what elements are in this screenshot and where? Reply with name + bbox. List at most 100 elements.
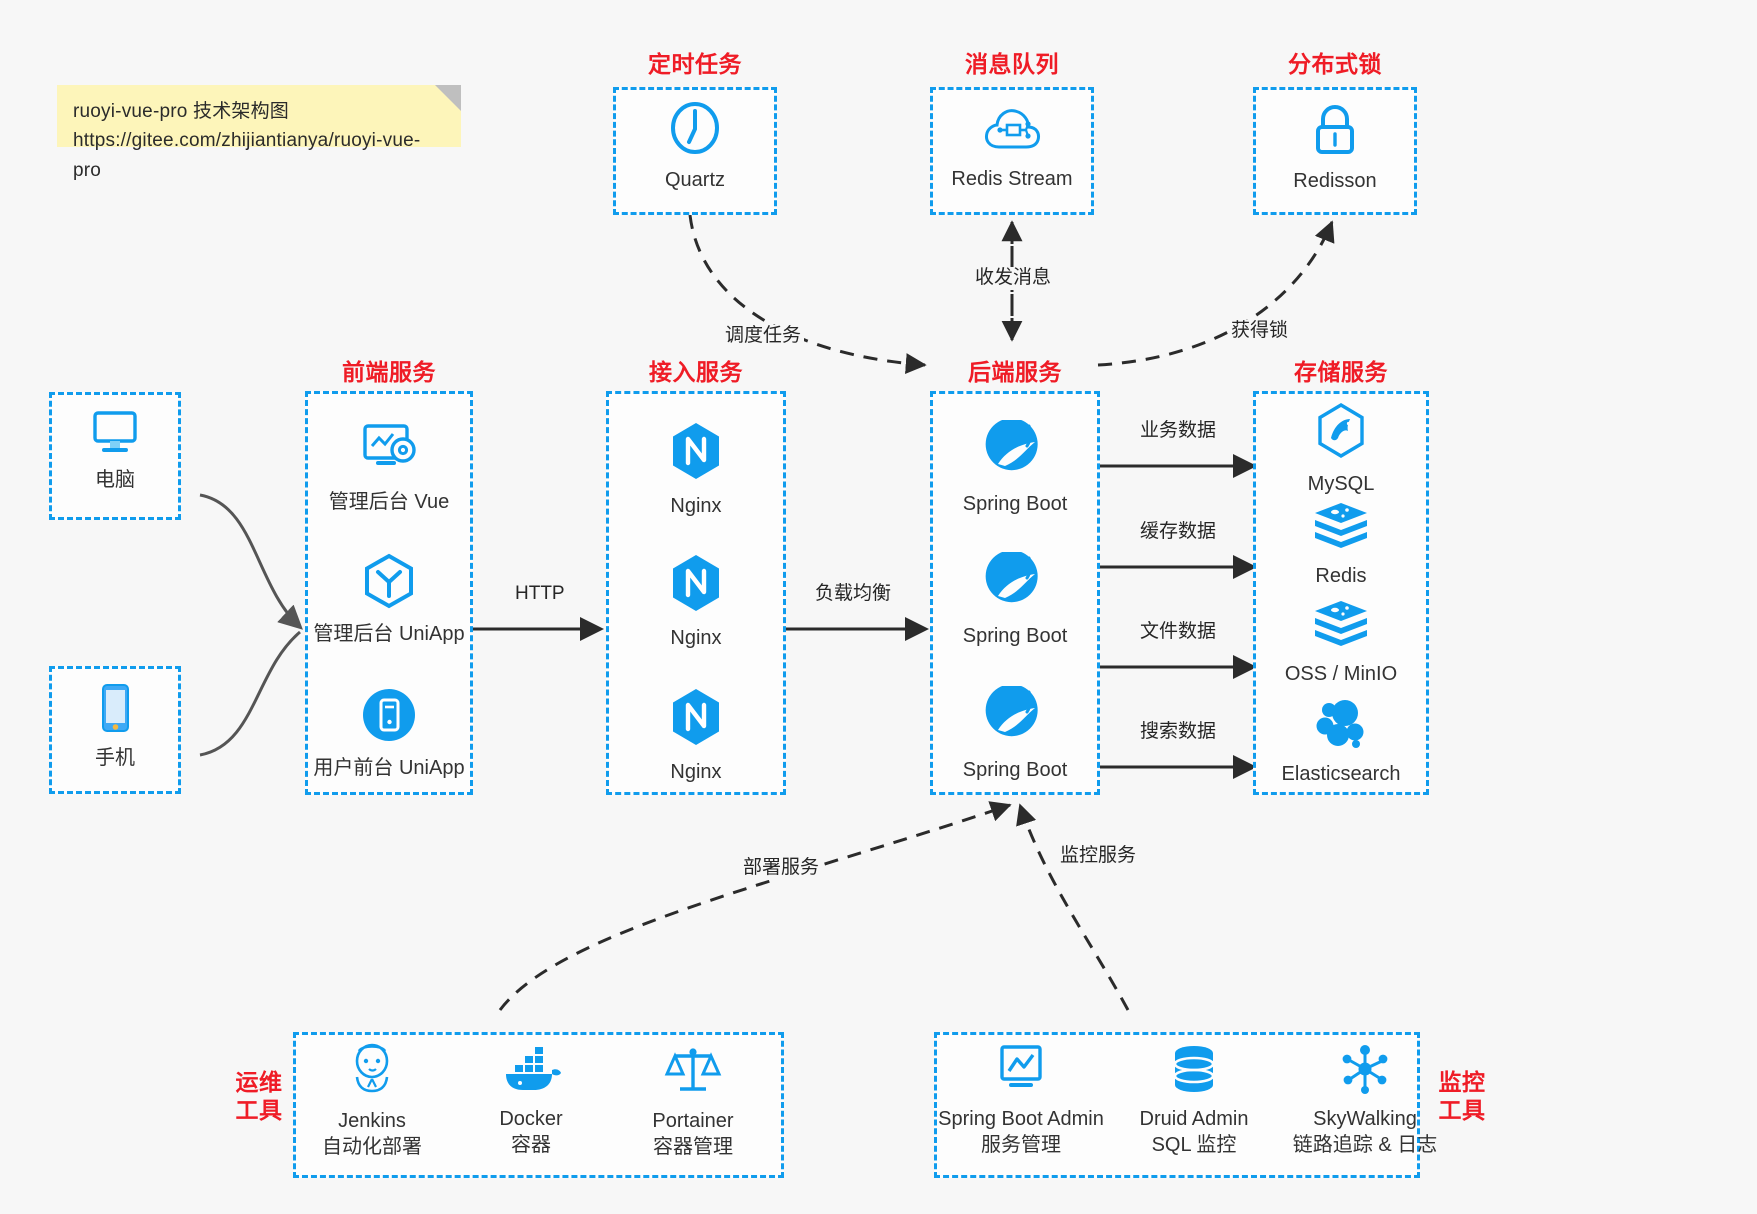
node-spring-boot-admin[interactable]: Spring Boot Admin 服务管理 <box>930 1043 1112 1158</box>
node-label: Redis Stream <box>951 168 1073 190</box>
lock-icon <box>1309 103 1361 162</box>
node-label: MySQL <box>1307 473 1375 495</box>
node-phone[interactable]: 手机 <box>49 682 181 771</box>
group-title-devops-line2: 工具 <box>235 1097 283 1124</box>
group-box-message-queue <box>930 87 1094 215</box>
node-label: Spring Boot Admin <box>938 1108 1104 1130</box>
edge-label-deploy-service: 部署服务 <box>740 857 823 880</box>
group-title-message-queue: 消息队列 <box>965 51 1059 77</box>
oss-minio-icon <box>1312 598 1370 655</box>
redis-icon <box>1312 500 1370 557</box>
node-portainer[interactable]: Portainer 容器管理 <box>626 1043 760 1160</box>
database-stack-icon <box>1168 1043 1220 1100</box>
mobile-circle-icon <box>360 686 418 749</box>
node-label: Docker <box>499 1108 563 1130</box>
node-elasticsearch[interactable]: Elasticsearch <box>1245 696 1437 787</box>
node-label: Druid Admin <box>1139 1108 1249 1130</box>
edge-label-load-balance: 负载均衡 <box>812 583 895 606</box>
edge-monitoring-to-backend <box>1016 803 1130 1011</box>
node-label: 电脑 <box>95 469 135 491</box>
node-skywalking[interactable]: SkyWalking 链路追踪 & 日志 <box>1270 1043 1460 1158</box>
jenkins-icon <box>344 1043 400 1102</box>
nginx-icon <box>667 420 725 487</box>
edge-label-acquire-lock: 获得锁 <box>1228 320 1292 343</box>
node-redis[interactable]: Redis <box>1245 500 1437 589</box>
node-label: SkyWalking <box>1313 1108 1417 1130</box>
edge-phone-to-frontend <box>199 630 301 757</box>
node-label: Nginx <box>670 627 722 649</box>
node-label: OSS / MinIO <box>1284 663 1398 685</box>
group-title-monitoring-line1: 监控 <box>1438 1069 1486 1095</box>
diagram-note: ruoyi-vue-pro 技术架构图 https://gitee.com/zh… <box>57 85 461 181</box>
elasticsearch-icon <box>1312 696 1370 755</box>
group-title-distributed-lock: 分布式锁 <box>1288 51 1382 77</box>
group-title-monitoring: 监控 工具 <box>1428 1068 1496 1124</box>
node-spring-boot-3[interactable]: Spring Boot <box>922 684 1108 783</box>
edge-pc-to-frontend <box>199 493 303 630</box>
edge-label-schedule-task: 调度任务 <box>722 325 805 348</box>
node-redis-stream[interactable]: Redis Stream <box>930 103 1094 192</box>
node-sublabel: 服务管理 <box>981 1134 1061 1156</box>
node-sublabel: 链路追踪 & 日志 <box>1292 1134 1438 1156</box>
node-label: Nginx <box>670 495 722 517</box>
note-line-1: ruoyi-vue-pro 技术架构图 <box>73 101 290 122</box>
node-user-uniapp[interactable]: 用户前台 UniApp <box>297 686 481 781</box>
skywalking-icon <box>1337 1043 1393 1100</box>
node-label: 管理后台 UniApp <box>313 623 465 645</box>
clock-icon <box>667 100 723 161</box>
edge-label-file-data: 文件数据 <box>1137 621 1220 644</box>
group-title-gateway: 接入服务 <box>649 359 743 385</box>
node-mysql[interactable]: MySQL <box>1245 402 1437 497</box>
node-label: Quartz <box>664 169 726 191</box>
mysql-icon <box>1314 402 1368 465</box>
spring-boot-icon <box>985 418 1045 485</box>
spring-boot-icon <box>985 550 1045 617</box>
node-spring-boot-2[interactable]: Spring Boot <box>922 550 1108 649</box>
edge-label-send-receive-message: 收发消息 <box>972 267 1055 290</box>
node-computer[interactable]: 电脑 <box>49 408 181 493</box>
edge-label-business-data: 业务数据 <box>1137 420 1220 443</box>
note-fold-corner <box>435 85 461 111</box>
cloud-stream-icon <box>982 103 1042 160</box>
node-nginx-2[interactable]: Nginx <box>606 552 786 651</box>
dashboard-vue-icon <box>357 420 421 483</box>
group-title-devops-line1: 运维 <box>235 1069 283 1095</box>
node-label: Nginx <box>670 761 722 783</box>
node-druid-admin[interactable]: Druid Admin SQL 监控 <box>1114 1043 1274 1158</box>
node-label: Redis <box>1315 565 1367 587</box>
node-sublabel: 自动化部署 <box>322 1136 422 1158</box>
edge-backend-to-redisson <box>1097 220 1335 367</box>
node-spring-boot-1[interactable]: Spring Boot <box>922 418 1108 517</box>
spring-boot-icon <box>985 684 1045 751</box>
node-oss-minio[interactable]: OSS / MinIO <box>1245 598 1437 687</box>
node-label: 用户前台 UniApp <box>313 757 465 779</box>
node-label: Portainer <box>652 1110 734 1132</box>
edge-label-http: HTTP <box>512 583 568 606</box>
node-label: Spring Boot <box>962 493 1068 515</box>
node-label: 手机 <box>95 747 135 769</box>
node-docker[interactable]: Docker 容器 <box>464 1043 598 1158</box>
nginx-icon <box>667 686 725 753</box>
nginx-icon <box>667 552 725 619</box>
edge-label-search-data: 搜索数据 <box>1137 721 1220 744</box>
node-quartz[interactable]: Quartz <box>613 100 777 193</box>
node-jenkins[interactable]: Jenkins 自动化部署 <box>305 1043 439 1160</box>
node-sublabel: SQL 监控 <box>1151 1134 1237 1156</box>
node-admin-vue[interactable]: 管理后台 Vue <box>297 420 481 515</box>
uniapp-hex-icon <box>360 552 418 615</box>
node-redisson[interactable]: Redisson <box>1253 103 1417 194</box>
node-label: Spring Boot <box>962 759 1068 781</box>
node-nginx-1[interactable]: Nginx <box>606 420 786 519</box>
group-title-devops: 运维 工具 <box>225 1068 293 1124</box>
edge-label-cache-data: 缓存数据 <box>1137 521 1220 544</box>
group-title-scheduled-task: 定时任务 <box>648 51 742 77</box>
note-line-2: https://gitee.com/zhijiantianya/ruoyi-vu… <box>73 130 421 181</box>
node-sublabel: 容器 <box>511 1134 551 1156</box>
group-title-monitoring-line2: 工具 <box>1438 1097 1486 1124</box>
node-label: Spring Boot <box>962 625 1068 647</box>
node-admin-uniapp[interactable]: 管理后台 UniApp <box>297 552 481 647</box>
node-label: Elasticsearch <box>1281 763 1401 785</box>
group-title-storage: 存储服务 <box>1294 359 1388 385</box>
node-label: Jenkins <box>338 1110 406 1132</box>
node-nginx-3[interactable]: Nginx <box>606 686 786 785</box>
